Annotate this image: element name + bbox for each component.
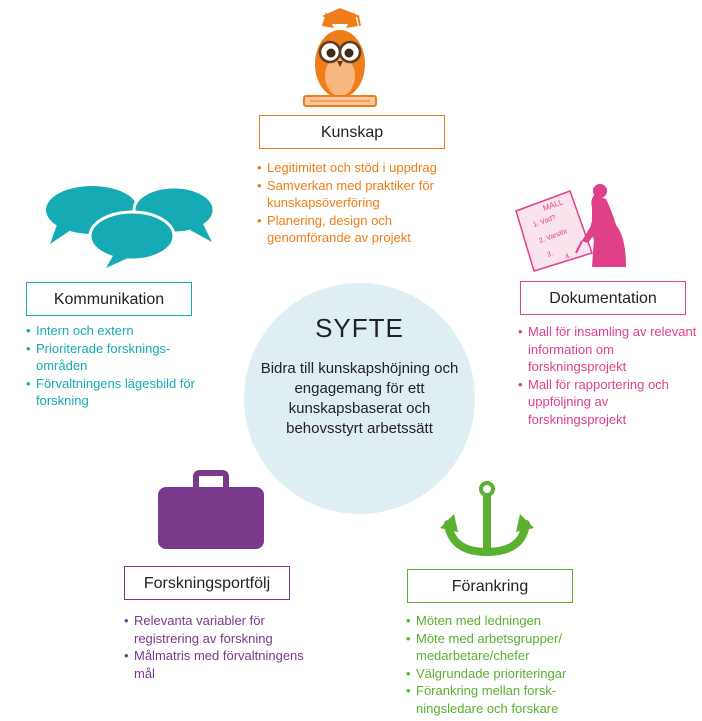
forskningsportfolj-list: Relevanta variabler för registrering av … [124, 612, 304, 682]
list-item: Målmatris med förvaltningens mål [124, 647, 304, 682]
kommunikation-list: Intern och extern Prioriterade forskning… [26, 322, 206, 410]
list-item: Möten med ledningen [406, 612, 596, 630]
list-item: Mall för rapportering och uppföljning av… [518, 376, 698, 429]
syfte-circle: SYFTE Bidra till kunskapshöjning och eng… [244, 283, 475, 514]
list-item: Legitimitet och stöd i uppdrag [257, 159, 457, 177]
forskningsportfolj-box: Forskningsportfölj [124, 566, 290, 600]
syfte-description: Bidra till kunskapshöjning och engageman… [260, 360, 459, 437]
briefcase-icon [158, 470, 264, 549]
list-item: Mall för insamling av relevant informati… [518, 323, 698, 376]
forankring-list: Möten med ledningen Möte med arbetsgrupp… [406, 612, 596, 717]
list-item: Förankring mellan forsk-ningsledare och … [406, 682, 596, 717]
list-item: Prioriterade forsknings-områden [26, 340, 206, 375]
kunskap-box: Kunskap [259, 115, 445, 149]
person-writing-icon: MALL 1. Vad? 2. Varsför 3. 4. [515, 184, 626, 272]
dokumentation-list: Mall för insamling av relevant informati… [518, 323, 698, 428]
forskningsportfolj-label: Forskningsportfölj [143, 575, 271, 592]
anchor-icon [440, 481, 534, 557]
forankring-box: Förankring [407, 569, 573, 603]
list-item: Välgrundade prioriteringar [406, 665, 596, 683]
list-item: Planering, design och genomförande av pr… [257, 212, 457, 247]
kommunikation-box: Kommunikation [26, 282, 192, 316]
owl-icon [303, 8, 377, 107]
icon-text: 3. [546, 250, 554, 259]
icon-text: 4. [564, 252, 572, 261]
kunskap-label: Kunskap [320, 124, 384, 141]
kunskap-list: Legitimitet och stöd i uppdrag Samverkan… [257, 159, 457, 247]
list-item: Möte med arbetsgrupper/ medarbetare/chef… [406, 630, 596, 665]
dokumentation-box: Dokumentation [520, 281, 686, 315]
dokumentation-label: Dokumentation [549, 290, 657, 307]
list-item: Relevanta variabler för registrering av … [124, 612, 304, 647]
list-item: Samverkan med praktiker för kunskapsöver… [257, 177, 457, 212]
forankring-label: Förankring [451, 578, 529, 595]
list-item: Intern och extern [26, 322, 206, 340]
syfte-title: SYFTE [315, 313, 404, 343]
list-item: Förvaltningens lägesbild för forskning [26, 375, 206, 410]
kommunikation-label: Kommunikation [53, 291, 165, 308]
speech-bubbles-icon [46, 185, 216, 268]
